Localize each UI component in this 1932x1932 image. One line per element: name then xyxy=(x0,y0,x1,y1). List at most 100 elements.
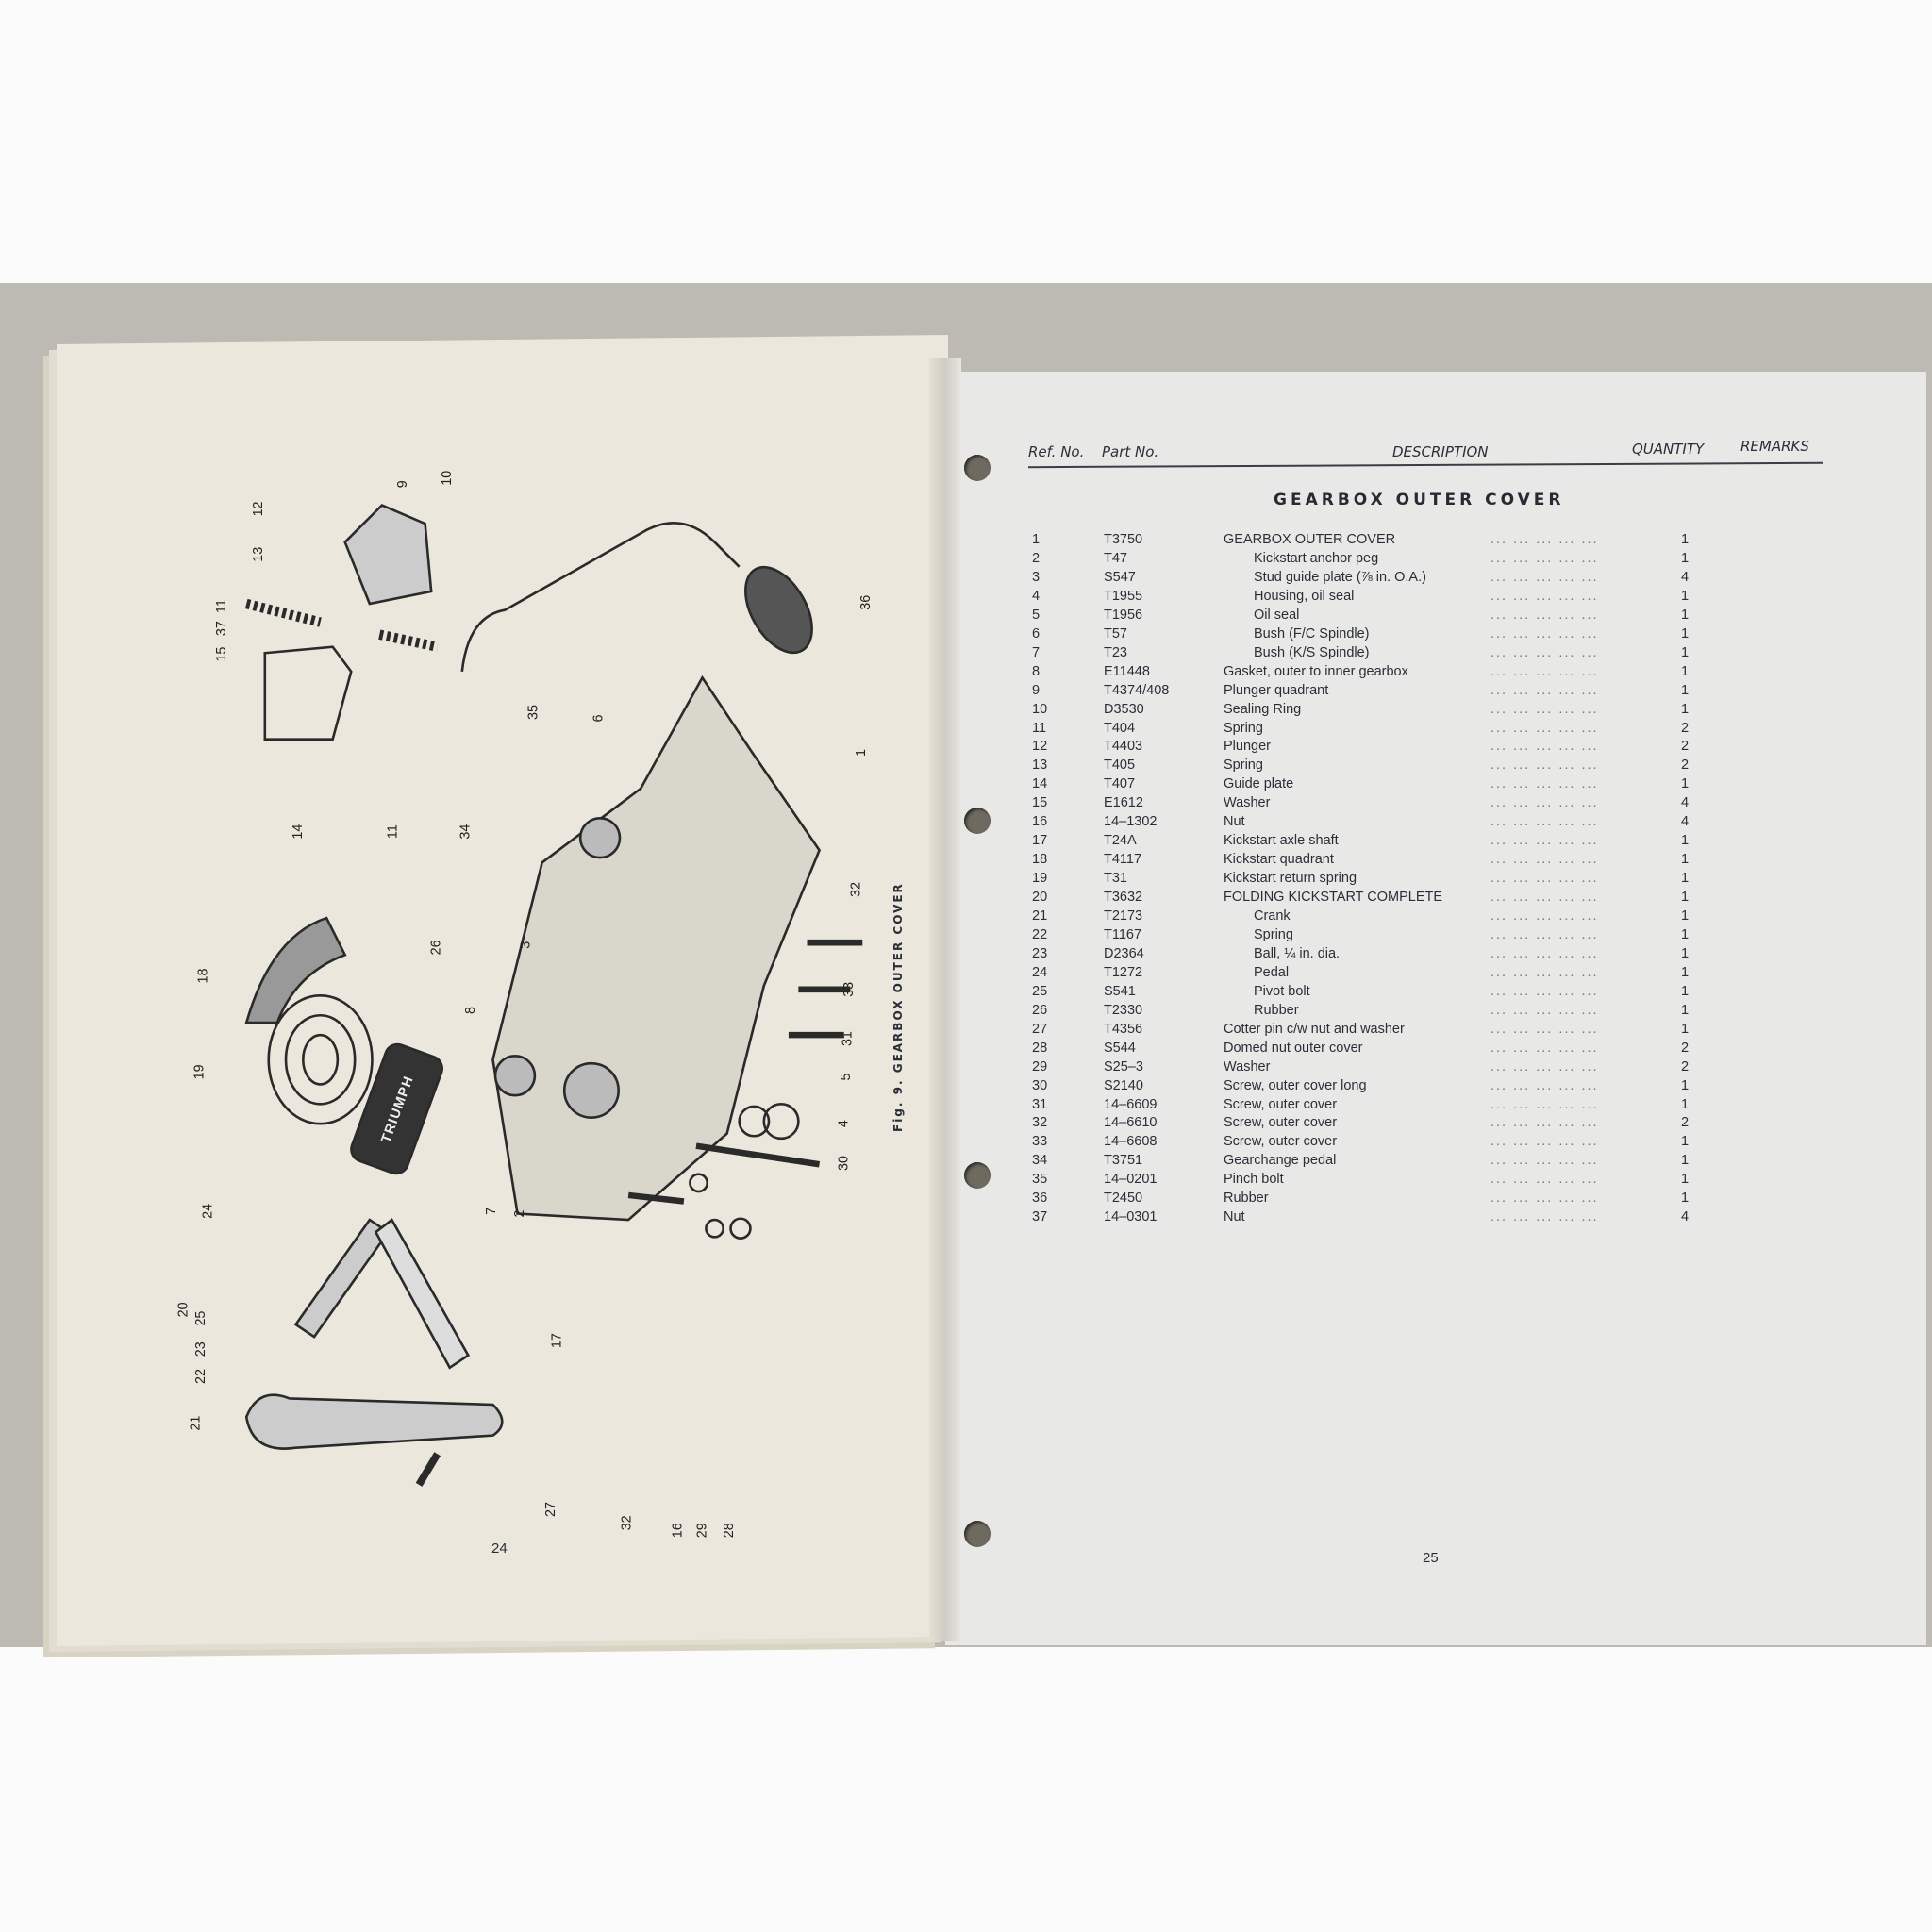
oil-seal-housing-part xyxy=(562,1061,620,1119)
description-cell: Oil seal xyxy=(1254,607,1300,623)
part-number-cell: D3530 xyxy=(1104,701,1144,717)
callout-label: 24 xyxy=(201,1204,216,1219)
ref-cell: 18 xyxy=(1032,852,1048,868)
callout-label: 13 xyxy=(251,547,266,562)
callout-label: 15 xyxy=(214,647,229,662)
callout-label: 23 xyxy=(193,1341,208,1357)
part-number-cell: 14–6609 xyxy=(1104,1096,1158,1112)
leader-dots: ... ... ... ... ... xyxy=(1491,983,1599,999)
leader-dots: ... ... ... ... ... xyxy=(1491,945,1599,961)
description-cell: Nut xyxy=(1224,814,1245,830)
callout-label: 9 xyxy=(395,480,410,488)
column-header-part: Part No. xyxy=(1102,443,1159,460)
part-number-cell: T405 xyxy=(1104,758,1136,774)
part-number-cell: 14–6610 xyxy=(1104,1115,1158,1131)
right-page xyxy=(945,372,1926,1645)
leader-dots: ... ... ... ... ... xyxy=(1491,1172,1599,1188)
ref-cell: 20 xyxy=(1032,890,1048,906)
part-number-cell: T24A xyxy=(1104,833,1137,849)
cotter-pin-part xyxy=(415,1452,441,1487)
description-cell: Rubber xyxy=(1224,1191,1269,1207)
quantity-cell: 1 xyxy=(1681,663,1690,679)
description-cell: Stud guide plate (⅞ in. O.A.) xyxy=(1254,569,1426,585)
callout-label: 35 xyxy=(525,705,541,720)
description-cell: Spring xyxy=(1254,926,1293,942)
description-cell: Ball, ¼ in. dia. xyxy=(1254,945,1341,961)
ref-cell: 5 xyxy=(1032,607,1041,623)
leader-dots: ... ... ... ... ... xyxy=(1491,814,1599,830)
page-number-left: 24 xyxy=(491,1541,508,1557)
part-number-cell: S2140 xyxy=(1104,1077,1143,1093)
ref-cell: 6 xyxy=(1032,625,1041,641)
description-cell: Washer xyxy=(1224,1058,1271,1074)
part-number-cell: T1272 xyxy=(1104,964,1143,980)
callout-label: 6 xyxy=(591,714,607,722)
leader-dots: ... ... ... ... ... xyxy=(1491,908,1599,924)
description-cell: Gasket, outer to inner gearbox xyxy=(1224,663,1408,679)
pedal-arm-part xyxy=(293,1218,391,1339)
description-cell: Screw, outer cover xyxy=(1224,1134,1338,1150)
ref-cell: 2 xyxy=(1032,550,1041,566)
description-cell: Pedal xyxy=(1254,964,1290,980)
quantity-cell: 1 xyxy=(1681,964,1690,980)
leader-dots: ... ... ... ... ... xyxy=(1491,833,1599,849)
quantity-cell: 1 xyxy=(1681,945,1690,961)
quantity-cell: 2 xyxy=(1681,739,1690,755)
quantity-cell: 1 xyxy=(1681,1153,1690,1169)
quantity-cell: 2 xyxy=(1681,1058,1690,1074)
ref-cell: 23 xyxy=(1032,945,1048,961)
part-number-cell: S25–3 xyxy=(1104,1058,1143,1074)
quantity-cell: 1 xyxy=(1681,776,1690,792)
callout-label: 22 xyxy=(193,1369,208,1384)
ref-cell: 8 xyxy=(1032,663,1041,679)
description-cell: Screw, outer cover xyxy=(1224,1096,1338,1112)
ref-cell: 37 xyxy=(1032,1209,1048,1225)
pedal-rubber-part xyxy=(744,565,813,655)
quantity-cell: 1 xyxy=(1681,607,1690,623)
outer-cover-part xyxy=(491,675,822,1222)
description-cell: Spring xyxy=(1224,720,1263,736)
kickstart-rubber-part xyxy=(350,1042,443,1175)
quantity-cell: 1 xyxy=(1681,1134,1690,1150)
description-cell: Washer xyxy=(1224,795,1271,811)
springs-part xyxy=(244,598,439,652)
leader-dots: ... ... ... ... ... xyxy=(1491,1021,1599,1037)
part-number-cell: T57 xyxy=(1104,625,1127,641)
leader-dots: ... ... ... ... ... xyxy=(1491,1191,1599,1207)
ref-cell: 21 xyxy=(1032,908,1048,924)
quantity-cell: 2 xyxy=(1681,1040,1690,1056)
screws-part xyxy=(627,939,863,1205)
description-cell: Guide plate xyxy=(1224,776,1294,792)
quantity-cell: 1 xyxy=(1681,1191,1690,1207)
description-cell: Screw, outer cover long xyxy=(1224,1077,1367,1093)
description-cell: Screw, outer cover xyxy=(1224,1115,1338,1131)
ref-cell: 3 xyxy=(1032,569,1041,585)
bush-part xyxy=(578,816,622,859)
quantity-cell: 1 xyxy=(1681,852,1690,868)
description-cell: Plunger quadrant xyxy=(1224,682,1329,698)
callout-label: 17 xyxy=(549,1333,564,1348)
ref-cell: 9 xyxy=(1032,682,1041,698)
part-number-cell: T2173 xyxy=(1104,908,1143,924)
part-number-cell: T4117 xyxy=(1104,852,1142,868)
callout-label: 7 xyxy=(484,1208,499,1215)
callout-label: 37 xyxy=(214,621,229,636)
ref-cell: 29 xyxy=(1032,1058,1048,1074)
ref-cell: 35 xyxy=(1032,1172,1048,1188)
quantity-cell: 1 xyxy=(1681,871,1690,887)
leader-dots: ... ... ... ... ... xyxy=(1491,1096,1599,1112)
leader-dots: ... ... ... ... ... xyxy=(1491,1153,1599,1169)
ref-cell: 4 xyxy=(1032,588,1041,604)
quantity-cell: 1 xyxy=(1681,908,1690,924)
description-cell: Nut xyxy=(1224,1209,1245,1225)
ref-cell: 14 xyxy=(1032,776,1048,792)
leader-dots: ... ... ... ... ... xyxy=(1491,1115,1599,1131)
quantity-cell: 1 xyxy=(1681,550,1690,566)
part-number-cell: T4403 xyxy=(1104,739,1143,755)
leader-dots: ... ... ... ... ... xyxy=(1491,1058,1599,1074)
description-cell: Pivot bolt xyxy=(1254,983,1310,999)
quantity-cell: 4 xyxy=(1681,795,1690,811)
quantity-cell: 1 xyxy=(1681,926,1690,942)
ref-cell: 1 xyxy=(1032,532,1041,547)
callout-label: 11 xyxy=(214,599,229,613)
